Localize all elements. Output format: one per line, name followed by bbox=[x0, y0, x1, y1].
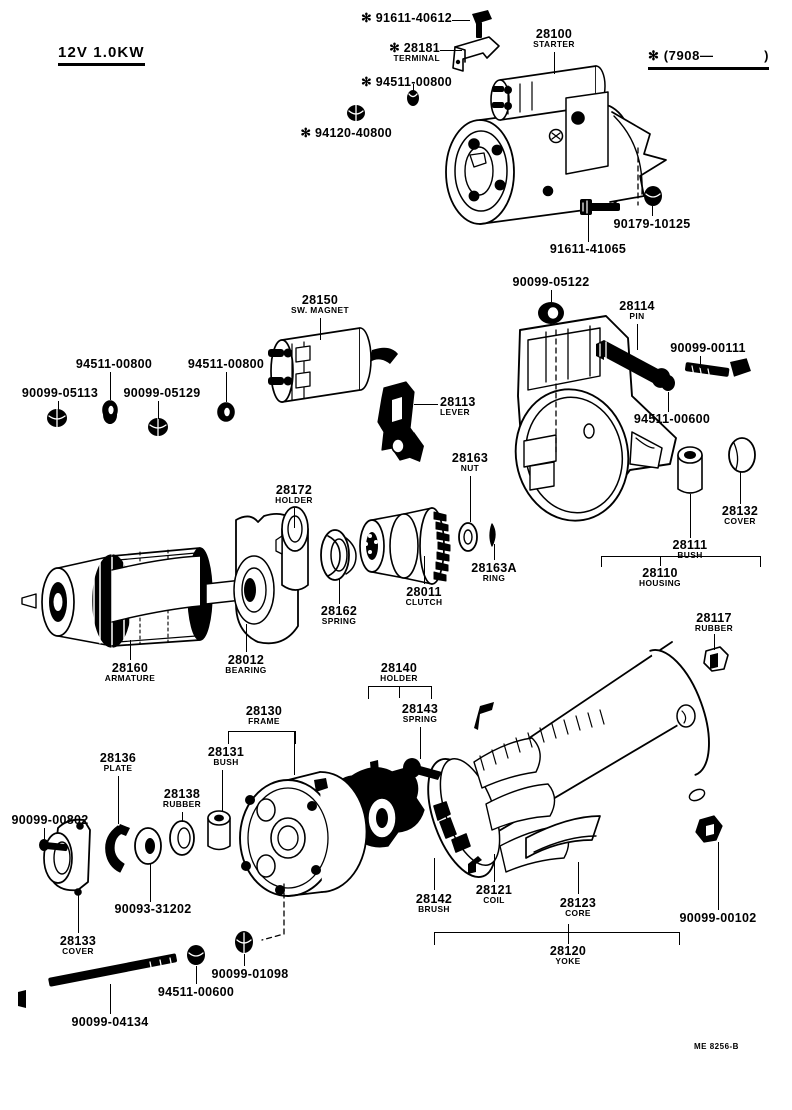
leader-90099-00102 bbox=[718, 842, 720, 910]
leader-94511-00800-top bbox=[413, 84, 415, 92]
part-label-90099-05129: 90099-05129 bbox=[123, 386, 201, 400]
leader-28011 bbox=[424, 556, 426, 584]
part-label-28143: 28143 SPRING bbox=[401, 702, 439, 724]
leader-28120 bbox=[568, 924, 570, 944]
applicability-note: ✻ (7908— ) bbox=[648, 48, 770, 70]
part-label-28011: 28011 CLUTCH bbox=[405, 585, 443, 607]
part-label-28120: 28120 YOKE bbox=[549, 944, 587, 966]
part-label-90099-05113: 90099-05113 bbox=[21, 386, 99, 400]
leader-28123 bbox=[578, 862, 580, 894]
part-label-91611-41065: 91611-41065 bbox=[549, 242, 627, 256]
leader-90099-00111 bbox=[700, 356, 702, 368]
leader-90099-00802 bbox=[44, 828, 46, 840]
part-label-90099-01098: 90099-01098 bbox=[211, 967, 289, 981]
leader-90099-05129 bbox=[158, 401, 160, 419]
leader-91611-41065 bbox=[588, 214, 590, 242]
part-label-28140: 28140 HOLDER bbox=[380, 661, 418, 683]
part-label-28100: 28100 STARTER bbox=[533, 27, 575, 49]
part-label-90099-04134: 90099-04134 bbox=[71, 1015, 149, 1029]
part-label-28160: 28160 ARMATURE bbox=[104, 661, 156, 683]
part-label-94511-00800-top: ✻ 94511-00800 bbox=[361, 75, 452, 89]
part-label-90099-05122: 90099-05122 bbox=[512, 275, 590, 289]
part-label-90099-00802: 90099-00802 bbox=[11, 813, 89, 827]
part-label-28121: 28121 COIL bbox=[475, 883, 513, 905]
leader-28160 bbox=[130, 640, 132, 660]
leader-28117 bbox=[714, 634, 716, 650]
leader-28113 bbox=[414, 404, 438, 406]
leader-28131 bbox=[222, 770, 224, 812]
leader-28100 bbox=[554, 52, 556, 74]
leader-28142 bbox=[434, 858, 436, 890]
part-label-28012: 28012 BEARING bbox=[225, 653, 267, 675]
leader-28136 bbox=[118, 776, 120, 824]
part-label-28133: 28133 COVER bbox=[59, 934, 97, 956]
leader-90099-04134 bbox=[110, 984, 112, 1014]
leader-28163 bbox=[470, 476, 472, 522]
leader-90179-10125 bbox=[652, 206, 654, 216]
group-bracket-yoke bbox=[434, 932, 680, 945]
leader-90093-31202 bbox=[150, 864, 152, 902]
leader-28121 bbox=[494, 854, 496, 882]
part-label-90099-00111: 90099-00111 bbox=[670, 341, 746, 355]
leader-91611-40612 bbox=[452, 20, 470, 22]
part-label-28136: 28136 PLATE bbox=[99, 751, 137, 773]
leader-28114 bbox=[637, 324, 639, 350]
part-label-94511-00800-b: 94511-00800 bbox=[187, 357, 265, 371]
leader-28181 bbox=[440, 50, 462, 52]
part-label-28163A: 28163A RING bbox=[471, 561, 517, 583]
part-label-28111: 28111 BUSH bbox=[672, 538, 708, 560]
leader-28163A bbox=[494, 544, 496, 560]
part-label-90093-31202: 90093-31202 bbox=[114, 902, 192, 916]
part-label-94511-00600: 94511-00600 bbox=[633, 412, 711, 426]
part-label-28114: 28114 PIN bbox=[619, 299, 655, 321]
part-label-90179-10125: 90179-10125 bbox=[613, 217, 691, 231]
part-label-28172: 28172 HOLDER bbox=[275, 483, 313, 505]
part-label-94511-00600-b: 94511-00600 bbox=[157, 985, 235, 999]
part-label-28142: 28142 BRUSH bbox=[415, 892, 453, 914]
part-label-94511-00800-c: 94511-00800 bbox=[75, 357, 153, 371]
leader-94511-00600-b bbox=[196, 966, 198, 984]
part-label-94120-40800: ✻ 94120-40800 bbox=[300, 126, 392, 140]
leader-94511-00600 bbox=[668, 392, 670, 412]
group-bracket-housing bbox=[601, 556, 761, 567]
leader-90099-05113 bbox=[58, 401, 60, 411]
leader-28130 bbox=[294, 731, 296, 775]
part-label-28138: 28138 RUBBER bbox=[162, 787, 202, 809]
leader-28133 bbox=[78, 895, 80, 933]
part-label-28181: ✻ 28181 TERMINAL bbox=[389, 41, 440, 63]
part-label-28113: 28113 LEVER bbox=[440, 395, 476, 417]
part-label-28110: 28110 HOUSING bbox=[639, 566, 681, 588]
leader-94511-00800-b bbox=[226, 372, 228, 402]
part-label-28117: 28117 RUBBER bbox=[694, 611, 734, 633]
leader-28111 bbox=[690, 494, 692, 538]
part-label-28130: 28130 FRAME bbox=[245, 704, 283, 726]
part-label-90099-00102: 90099-00102 bbox=[679, 911, 757, 925]
leader-28162 bbox=[339, 578, 341, 604]
footer-code: ME 8256-B bbox=[694, 1042, 739, 1051]
part-label-28123: 28123 CORE bbox=[559, 896, 597, 918]
part-label-28131: 28131 BUSH bbox=[207, 745, 245, 767]
part-label-28150: 28150 SW. MAGNET bbox=[291, 293, 349, 315]
leader-90099-05122 bbox=[551, 290, 553, 302]
part-label-91611-40612: ✻ 91611-40612 bbox=[361, 11, 452, 25]
leader-28012 bbox=[246, 624, 248, 652]
leader-28132 bbox=[740, 472, 742, 504]
part-label-28163: 28163 NUT bbox=[451, 451, 489, 473]
leader-28140 bbox=[399, 686, 401, 698]
leader-94511-00800-c bbox=[110, 372, 112, 400]
leader-28143 bbox=[420, 727, 422, 759]
leader-28150 bbox=[320, 318, 322, 340]
leader-28138 bbox=[182, 812, 184, 822]
leader-28172 bbox=[294, 508, 296, 528]
group-bracket-frame bbox=[228, 731, 296, 744]
leader-90099-01098 bbox=[244, 954, 246, 966]
leader-28110 bbox=[660, 556, 662, 566]
part-label-28132: 28132 COVER bbox=[721, 504, 759, 526]
part-label-28162: 28162 SPRING bbox=[320, 604, 358, 626]
page-title: 12V 1.0KW bbox=[58, 44, 145, 66]
